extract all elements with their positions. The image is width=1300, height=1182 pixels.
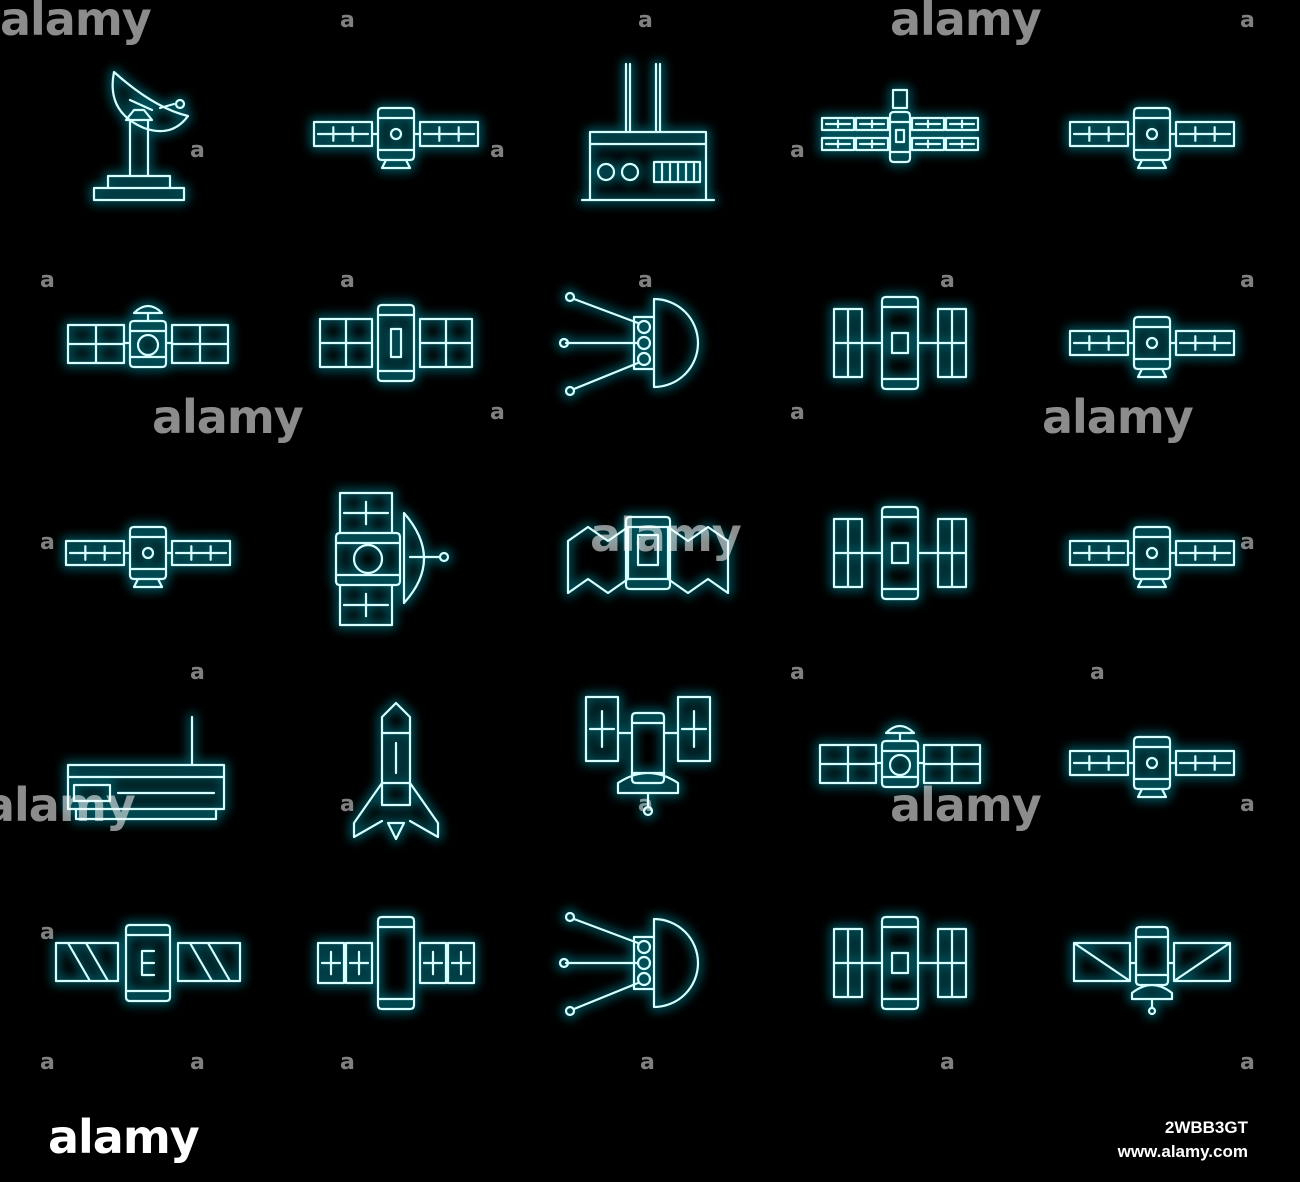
watermark-mark: a bbox=[790, 660, 805, 685]
watermark-mark: a bbox=[940, 1050, 955, 1075]
watermark-mark: a bbox=[340, 8, 355, 33]
footer-logo: alamy bbox=[48, 1110, 200, 1164]
footer-bar bbox=[0, 1100, 1300, 1182]
space-station-icon bbox=[829, 912, 971, 1014]
satellite-icon bbox=[1065, 103, 1239, 173]
watermark-mark: a bbox=[1240, 530, 1255, 555]
watermark-mark: a bbox=[190, 138, 205, 163]
watermark-mark: a bbox=[190, 660, 205, 685]
watermark-mark: a bbox=[1240, 8, 1255, 33]
satellite-diagonal-panels-icon bbox=[1069, 922, 1235, 1019]
watermark-mark: a bbox=[1240, 268, 1255, 293]
watermark-mark: a bbox=[790, 138, 805, 163]
hubble-telescope-icon bbox=[581, 692, 715, 820]
satellite-dish-antenna-icon bbox=[89, 67, 193, 205]
watermark: alamy bbox=[890, 778, 1042, 832]
watermark-mark: a bbox=[638, 268, 653, 293]
watermark-mark: a bbox=[1240, 1050, 1255, 1075]
image-id: 2WBB3GT bbox=[1164, 1118, 1248, 1137]
satellite-icon bbox=[1065, 312, 1239, 382]
folded-panel-satellite-icon bbox=[563, 512, 733, 598]
satellite-icon bbox=[61, 522, 235, 592]
satellite-icon bbox=[1065, 732, 1239, 802]
watermark-mark: a bbox=[940, 268, 955, 293]
satellite-icon bbox=[309, 103, 483, 173]
icon-set-canvas: alamy alamy alamy alamy alamy alamy alam… bbox=[0, 0, 1255, 1075]
watermark-mark: a bbox=[1240, 792, 1255, 817]
satellite-striped-panels-icon bbox=[51, 920, 245, 1006]
satellite-dish-icon bbox=[63, 301, 233, 372]
watermark-mark: a bbox=[638, 792, 653, 817]
satellite-dish-module-icon bbox=[331, 488, 453, 630]
sputnik-icon bbox=[555, 288, 703, 400]
watermark-mark: a bbox=[40, 268, 55, 293]
satellite-square-panels-icon bbox=[315, 300, 477, 386]
watermark: alamy bbox=[0, 0, 152, 46]
watermark: alamy bbox=[0, 778, 136, 832]
watermark-mark: a bbox=[490, 138, 505, 163]
rocket-icon bbox=[349, 698, 443, 844]
satellite-quad-panels-icon bbox=[313, 912, 479, 1014]
watermark-mark: a bbox=[638, 8, 653, 33]
sputnik-icon bbox=[555, 908, 703, 1020]
watermark-mark: a bbox=[1090, 660, 1105, 685]
watermark-mark: a bbox=[40, 920, 55, 945]
space-station-icon bbox=[829, 292, 971, 394]
satellite-dish-icon bbox=[815, 721, 985, 792]
watermark: alamy bbox=[152, 390, 304, 444]
watermark-mark: a bbox=[40, 1050, 55, 1075]
satellite-icon bbox=[1065, 522, 1239, 592]
watermark-mark: a bbox=[340, 268, 355, 293]
watermark-mark: a bbox=[40, 530, 55, 555]
watermark-mark: a bbox=[790, 400, 805, 425]
watermark-mark: a bbox=[340, 792, 355, 817]
watermark-mark: a bbox=[190, 1050, 205, 1075]
watermark-mark: a bbox=[340, 1050, 355, 1075]
watermark-mark: a bbox=[490, 400, 505, 425]
watermark-mark: a bbox=[640, 1050, 655, 1075]
watermark: alamy bbox=[1042, 390, 1194, 444]
satellite-double-panels-icon bbox=[817, 85, 983, 167]
watermark: alamy bbox=[890, 0, 1042, 46]
space-station-icon bbox=[829, 502, 971, 604]
ground-station-icon bbox=[577, 59, 719, 205]
watermark: alamy bbox=[590, 508, 742, 562]
footer-url: www.alamy.com bbox=[1117, 1142, 1248, 1161]
icon-set bbox=[51, 59, 1239, 1020]
router-icon bbox=[63, 712, 229, 824]
